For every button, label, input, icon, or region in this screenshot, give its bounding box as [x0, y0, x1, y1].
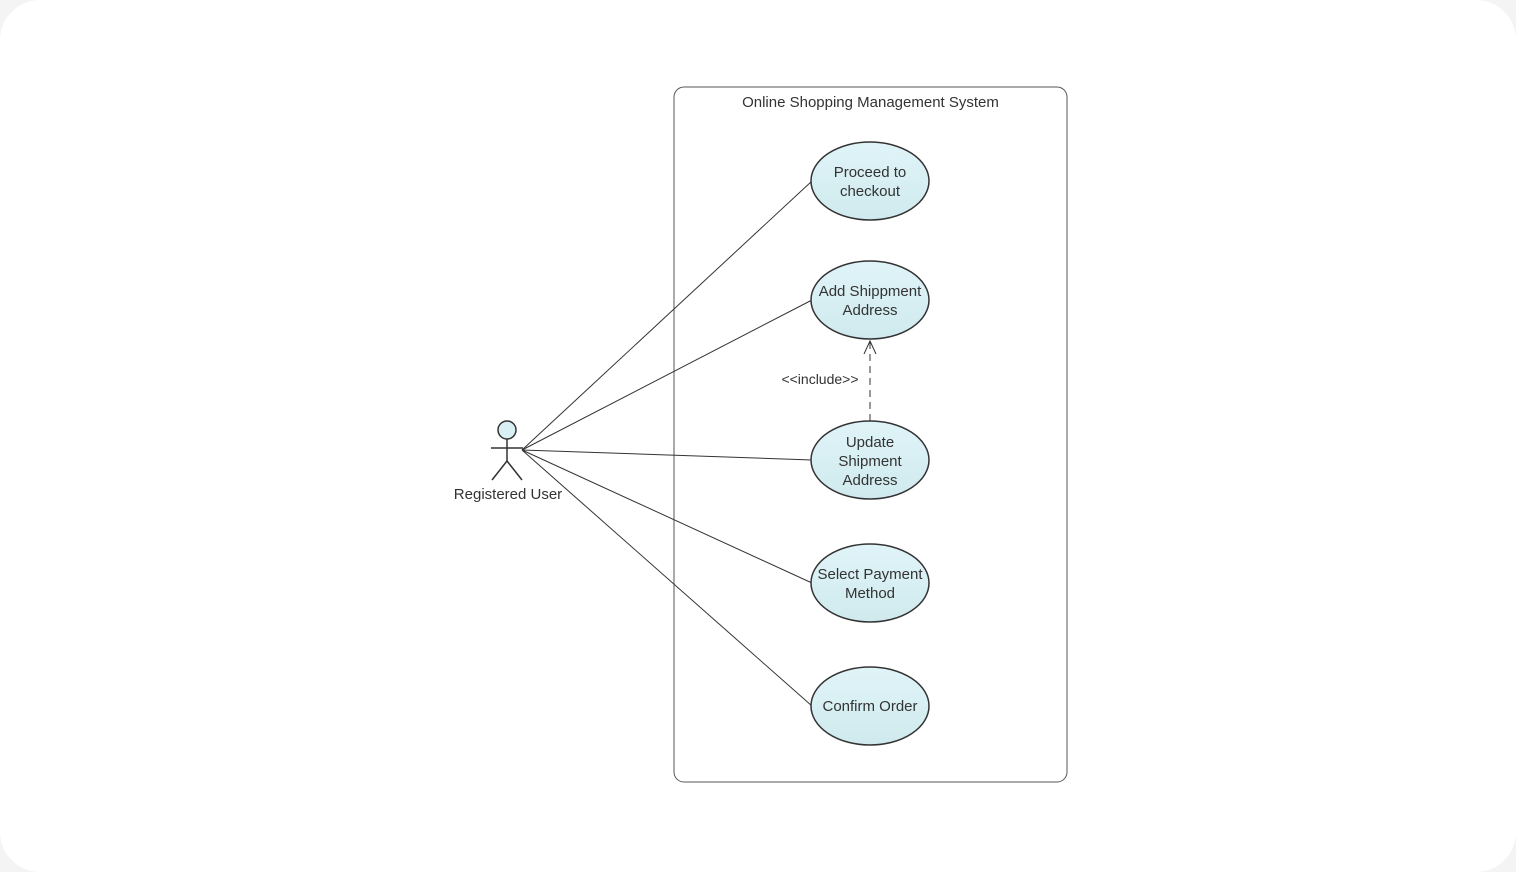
use-case-label: Proceed to — [834, 164, 907, 181]
actor-registered-user[interactable]: Registered User — [454, 420, 562, 503]
use-case-label: Confirm Order — [822, 698, 917, 715]
use-case-confirm-order[interactable]: Confirm Order — [810, 666, 930, 746]
use-case-label: Address — [842, 472, 897, 489]
include-arrowhead-icon — [863, 339, 877, 355]
stick-figure-icon — [491, 420, 523, 481]
use-case-proceed-to-checkout[interactable]: Proceed to checkout — [810, 141, 930, 221]
system-title: Online Shopping Management System — [742, 94, 999, 111]
include-stereotype-label: <<include>> — [781, 371, 858, 387]
use-case-label: Select Payment — [817, 566, 923, 583]
use-case-add-shipment-address[interactable]: Add Shippment Address — [810, 260, 930, 340]
use-case-label: Method — [845, 585, 895, 602]
association-update-shipment-address[interactable] — [521, 449, 813, 461]
associations — [521, 180, 813, 707]
association-select-payment-method[interactable] — [521, 449, 813, 584]
use-case-label: Shipment — [838, 453, 902, 470]
association-proceed-to-checkout[interactable] — [521, 180, 813, 451]
use-case-label: Address — [842, 302, 897, 319]
use-case-label: Add Shippment — [819, 283, 922, 300]
use-case-label: checkout — [840, 183, 901, 200]
association-add-shipment-address[interactable] — [521, 299, 813, 451]
actor-label: Registered User — [454, 486, 562, 503]
use-case-select-payment-method[interactable]: Select Payment Method — [810, 543, 930, 623]
association-confirm-order[interactable] — [521, 449, 813, 707]
include-relationship[interactable]: <<include>> — [781, 339, 877, 421]
use-case-label: Update — [846, 434, 894, 451]
use-case-update-shipment-address[interactable]: Update Shipment Address — [810, 420, 930, 500]
